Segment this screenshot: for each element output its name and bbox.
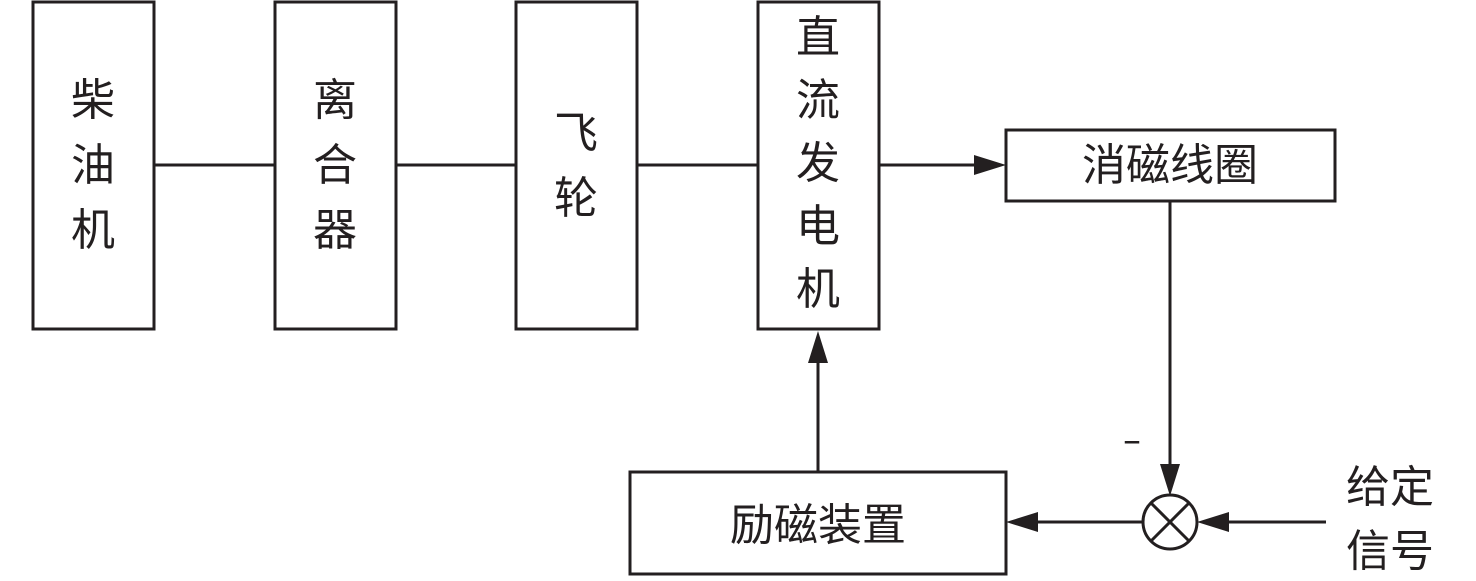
clutch-char-2: 合 <box>313 140 357 191</box>
summing-junction-icon <box>1141 493 1199 551</box>
arrowhead-icon <box>1160 464 1180 496</box>
diesel-engine-char-1: 柴 <box>71 75 115 126</box>
dc-generator-char-4: 电 <box>796 201 840 252</box>
input-label-line-2: 信号 <box>1346 526 1434 577</box>
flywheel-block: 飞 轮 <box>514 0 639 331</box>
arrowhead-icon <box>1197 512 1229 532</box>
arrowhead-icon <box>808 331 828 363</box>
dc-generator-char-3: 发 <box>796 138 840 189</box>
excitation-device-label: 励磁装置 <box>730 500 906 551</box>
arrowhead-icon <box>974 155 1006 175</box>
input-label-line-1: 给定 <box>1346 462 1434 513</box>
dc-generator-char-2: 流 <box>796 75 840 126</box>
diesel-engine-char-2: 油 <box>71 140 115 191</box>
clutch-block: 离 合 器 <box>273 0 398 331</box>
demagnetizing-coil-label: 消磁线圈 <box>1082 140 1258 191</box>
diesel-engine-block: 柴 油 机 <box>31 0 156 331</box>
clutch-char-1: 离 <box>313 75 357 126</box>
dc-generator-char-5: 机 <box>796 264 840 315</box>
generator-to-coil-arrow <box>879 155 1006 175</box>
input-to-junction-arrow <box>1197 512 1326 532</box>
dc-generator-block: 直 流 发 电 机 <box>756 0 881 331</box>
coil-to-junction-arrow <box>1160 201 1180 496</box>
junction-to-excitation-arrow <box>1006 512 1143 532</box>
arrowhead-icon <box>1006 512 1038 532</box>
feedback-minus-sign: – <box>1123 420 1141 461</box>
excitation-to-generator-arrow <box>808 331 828 472</box>
dc-generator-char-1: 直 <box>796 12 840 63</box>
clutch-char-3: 器 <box>313 205 357 256</box>
flywheel-char-2: 轮 <box>554 173 598 224</box>
excitation-device-block: 励磁装置 <box>628 470 1008 576</box>
flywheel-char-1: 飞 <box>554 108 598 159</box>
diesel-engine-char-3: 机 <box>71 205 115 256</box>
demagnetizing-coil-block: 消磁线圈 <box>1004 128 1337 203</box>
